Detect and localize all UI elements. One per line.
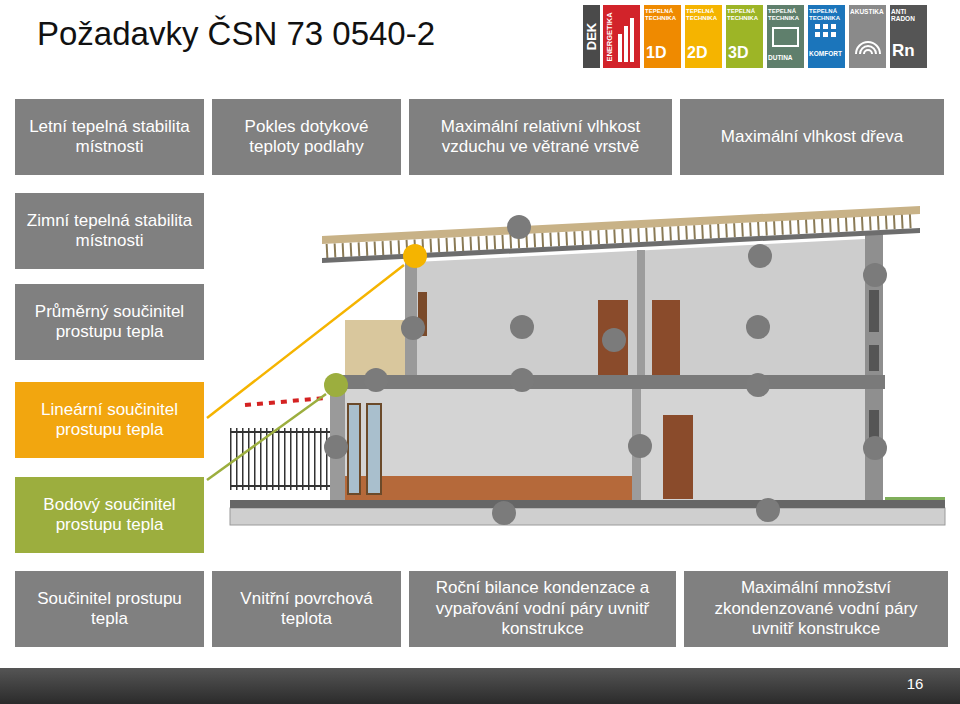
requirement-box: Letní tepelná stabilita místnosti — [15, 99, 204, 175]
logo-icon — [815, 24, 836, 37]
logo-icon — [624, 26, 628, 62]
marker-dot — [510, 368, 534, 392]
logo-text: 2D — [687, 44, 721, 62]
footer-bar — [0, 668, 960, 704]
window — [367, 404, 381, 494]
logo-icon — [618, 34, 622, 62]
marker-dot — [324, 435, 348, 459]
marker-dot — [510, 315, 534, 339]
requirement-box: Vnitřní povrchová teplota — [212, 571, 401, 647]
box-text: Průměrný součinitel prostupu tepla — [25, 302, 194, 343]
box-text: Maximální relativní vlhkost vzduchu ve v… — [419, 117, 662, 158]
logo-tile — [726, 5, 763, 68]
window — [869, 290, 879, 332]
logo-text: TEPELNÁ TECHNIKA — [645, 8, 681, 21]
marker-dot — [746, 315, 770, 339]
page-number: 16 — [900, 676, 930, 693]
logo-text: AKUSTIKA — [850, 8, 886, 15]
door — [663, 415, 693, 499]
logo-tile — [849, 5, 886, 68]
box-text: Maximální množství zkondenzované vodní p… — [694, 578, 938, 639]
logo-text: Rn — [892, 42, 926, 61]
marker-dot — [863, 436, 887, 460]
requirement-box: Maximální množství zkondenzované vodní p… — [684, 571, 948, 647]
logo-text: 1D — [646, 44, 680, 62]
foundation — [230, 508, 945, 525]
marker-dot — [401, 316, 425, 340]
logo-icon — [856, 42, 880, 54]
box-text: Pokles dotykové teploty podlahy — [222, 117, 391, 158]
requirement-box: Bodový součinitel prostupu tepla — [15, 477, 204, 553]
logo-text: 3D — [728, 44, 762, 62]
box-text: Zimní tepelná stabilita místnosti — [25, 211, 194, 252]
upper-room — [415, 239, 865, 375]
lower-room — [345, 389, 865, 500]
logo-text: TEPELNÁ TECHNIKA — [768, 8, 804, 21]
logo-icon — [630, 18, 634, 62]
requirement-box: Maximální relativní vlhkost vzduchu ve v… — [409, 99, 672, 175]
slide-title: Požadavky ČSN 73 0540-2 — [37, 15, 435, 53]
marker-dot — [863, 263, 887, 287]
box-text: Letní tepelná stabilita místnosti — [25, 117, 194, 158]
floor-slab — [330, 375, 885, 389]
requirement-box: Průměrný součinitel prostupu tepla — [15, 284, 204, 360]
logo-tile — [808, 5, 845, 68]
marker-dot — [507, 215, 531, 239]
logo-text: DUTINA — [768, 54, 804, 61]
requirement-box: Pokles dotykové teploty podlahy — [212, 99, 401, 175]
requirement-box: Roční bilance kondenzace a vypařování vo… — [409, 571, 676, 647]
box-text: Roční bilance kondenzace a vypařování vo… — [419, 578, 666, 639]
window — [348, 404, 360, 494]
logo-text: KOMFORT — [809, 50, 845, 57]
requirement-box: Součinitel prostupu tepla — [15, 571, 204, 647]
terrace-wall — [345, 320, 405, 375]
ground-slab — [230, 500, 945, 508]
box-text: Součinitel prostupu tepla — [25, 589, 194, 630]
door — [598, 300, 628, 375]
marker-dot — [748, 244, 772, 268]
logo-text: TEPELNÁ TECHNIKA — [727, 8, 763, 21]
marker-dot — [756, 498, 780, 522]
marker-dot — [746, 373, 770, 397]
logo-tile — [603, 5, 640, 68]
marker-dot — [602, 328, 626, 352]
box-text: Maximální vlhkost dřeva — [721, 127, 903, 147]
logo-tile — [583, 5, 600, 68]
partition-wall — [637, 250, 645, 375]
box-text: Vnitřní povrchová teplota — [222, 589, 391, 630]
leader-line — [207, 265, 404, 418]
marker-dots — [324, 215, 887, 525]
logo-text: TEPELNÁ TECHNIKA — [809, 8, 845, 21]
wood-floor — [345, 476, 632, 500]
highlight-dot — [403, 244, 427, 268]
logo-tile — [685, 5, 722, 68]
requirement-box: Lineární součinitel prostupu tepla — [15, 382, 204, 458]
logo-text: ANTI RADON — [891, 8, 927, 22]
box-text: Bodový součinitel prostupu tepla — [25, 495, 194, 536]
marker-dot — [364, 368, 388, 392]
logo-icon — [773, 28, 798, 46]
fence-rail — [230, 485, 330, 487]
logo-tile — [890, 5, 927, 68]
marker-dot — [492, 501, 516, 525]
fence-rail — [230, 431, 330, 433]
logo-tile — [767, 5, 804, 68]
requirement-box: Zimní tepelná stabilita místnosti — [15, 193, 204, 269]
highlight-dot — [324, 373, 348, 397]
box-text: Lineární součinitel prostupu tepla — [25, 400, 194, 441]
door — [652, 300, 680, 375]
window — [869, 345, 879, 371]
logo-text: DEK — [583, 5, 600, 68]
requirement-box: Maximální vlhkost dřeva — [680, 99, 944, 175]
marker-dot — [628, 434, 652, 458]
logo-text: ENERGETIKA — [603, 5, 615, 68]
leader-line — [207, 394, 326, 480]
logo-text: TEPELNÁ TECHNIKA — [686, 8, 722, 21]
logo-tile — [644, 5, 681, 68]
fence — [230, 428, 330, 490]
